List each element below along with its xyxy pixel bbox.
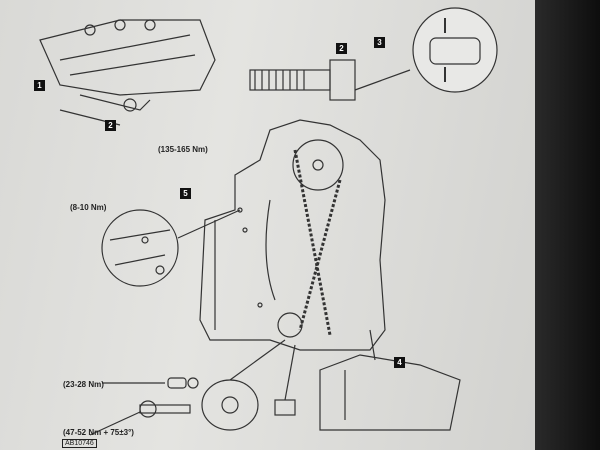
detail-circle [412,7,498,93]
engine-block [199,119,386,351]
rocker-arm-assembly [39,19,216,126]
tensioner-torque-label: (8-10 Nm) [70,203,107,212]
timing-chain-diagram [39,7,498,436]
figure-reference: AB10746 [62,439,97,448]
tensioner-detail [101,209,241,287]
sprocket-torque-label: (135-165 Nm) [158,145,208,154]
monitor-screen: 1 2 2 3 5 4 (135-165 Nm) (8-10 Nm) (23-2… [0,0,535,450]
callout-2-tool: 2 [336,43,347,54]
callout-3: 3 [374,37,385,48]
crank-torque-label: (47-52 Nm + 75±3°) [63,428,134,437]
callout-2: 2 [105,120,116,131]
callout-1: 1 [34,80,45,91]
monitor-bezel [535,0,600,450]
callout-5: 5 [180,188,191,199]
bottom-parts [89,329,461,436]
idler-torque-label: (23-28 Nm) [63,380,104,389]
camshaft-tool [249,59,411,101]
callout-4: 4 [394,357,405,368]
